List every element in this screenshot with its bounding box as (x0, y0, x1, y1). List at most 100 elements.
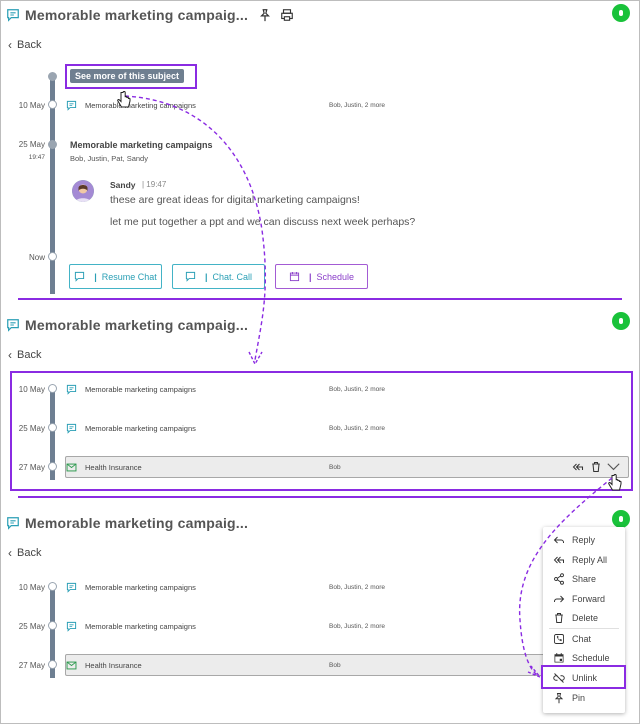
menu-item-chat[interactable]: Chat (543, 629, 625, 648)
item-participants: Bob, Justin, 2 more (329, 101, 385, 109)
pin-icon (554, 692, 564, 703)
schedule-button[interactable]: | Schedule (275, 264, 368, 289)
back-label: Back (17, 39, 42, 51)
timeline-date: 27 May (18, 463, 45, 472)
email-icon (66, 661, 77, 669)
panel-menu-view: Memorable marketing campaig... ‹ Back (0, 508, 640, 724)
list-item[interactable]: Memorable marketing campaigns Bob, Justi… (66, 419, 385, 437)
group-title: Memorable marketing campaigns (70, 140, 213, 150)
timeline-date: 10 May (18, 101, 45, 110)
chat-bubble-icon (185, 271, 196, 282)
trash-icon (555, 612, 563, 623)
timeline-dot (48, 621, 57, 630)
chat-bubble-icon (75, 271, 85, 282)
menu-item-reply[interactable]: Reply (543, 530, 625, 549)
group-members: Bob, Justin, Pat, Sandy (70, 154, 148, 163)
pin-icon[interactable] (258, 8, 272, 22)
highlight-box (10, 371, 633, 491)
item-participants: Bob, Justin, 2 more (329, 622, 385, 630)
timeline-date: 25 May (18, 622, 45, 631)
timeline-dot (48, 660, 57, 669)
page-title: Memorable marketing campaig... (25, 317, 249, 333)
list-item[interactable]: Health Insurance Bob (66, 656, 341, 674)
menu-item-pin[interactable]: Pin (543, 688, 625, 707)
list-item[interactable]: Health Insurance Bob (66, 458, 341, 476)
chevron-left-icon: ‹ (8, 546, 12, 560)
chat-bubble-icon (66, 621, 77, 632)
chat-bubble-icon (66, 582, 77, 593)
trash-icon[interactable] (590, 461, 602, 473)
section-divider (18, 496, 622, 498)
forward-icon (554, 595, 565, 602)
timeline-date: 25 May (18, 140, 45, 149)
print-icon[interactable] (280, 8, 294, 22)
timeline-bar (50, 80, 55, 294)
list-item[interactable]: Memorable marketing campaigns Bob, Justi… (66, 578, 385, 596)
chat-bubble-icon (7, 517, 19, 530)
page-title: Memorable marketing campaig... (25, 7, 249, 23)
timeline-date: 10 May (18, 385, 45, 394)
item-participants: Bob, Justin, 2 more (329, 385, 385, 393)
chevron-left-icon: ‹ (8, 348, 12, 362)
timeline-dot (48, 462, 57, 471)
menu-item-delete[interactable]: Delete (543, 608, 625, 627)
chat-bubble-icon (66, 100, 77, 111)
back-label: Back (17, 349, 42, 361)
menu-item-reply-all[interactable]: Reply All (543, 550, 625, 569)
timeline-dot (48, 384, 57, 393)
chat-bubble-icon (7, 319, 19, 332)
header: Memorable marketing campaig... (6, 514, 248, 532)
reply-all-icon[interactable] (572, 461, 584, 473)
presence-avatar[interactable] (612, 4, 630, 22)
presence-avatar[interactable] (612, 312, 630, 330)
timeline-dot (48, 423, 57, 432)
reply-icon (553, 536, 564, 543)
timeline-date: 27 May (18, 661, 45, 670)
timeline-dot (48, 140, 57, 149)
share-icon (554, 572, 564, 585)
chat-call-button[interactable]: | Chat. Call (172, 264, 265, 289)
item-subject: Memorable marketing campaigns (85, 621, 196, 631)
list-item[interactable]: Memorable marketing campaigns Bob, Justi… (66, 617, 385, 635)
chat-bubble-icon (66, 384, 77, 395)
cursor-hand-icon (608, 474, 622, 491)
timeline-dot (48, 100, 57, 109)
reply-all-icon (553, 556, 564, 563)
panel-thread-view: Memorable marketing campaig... ‹ Back 10… (0, 0, 640, 298)
chat-bubble-icon (7, 9, 19, 22)
calendar-icon (289, 272, 300, 282)
chevron-left-icon: ‹ (8, 38, 12, 52)
item-participants: Bob, Justin, 2 more (329, 583, 385, 591)
item-participants: Bob, Justin, 2 more (329, 424, 385, 432)
list-item[interactable]: Memorable marketing campaigns Bob, Justi… (66, 96, 385, 114)
page-title: Memorable marketing campaig... (25, 515, 249, 531)
item-subject: Memorable marketing campaigns (85, 423, 196, 433)
selected-row[interactable] (65, 456, 629, 478)
menu-item-forward[interactable]: Forward (543, 589, 625, 608)
list-item[interactable]: Memorable marketing campaigns Bob, Justi… (66, 380, 385, 398)
back-button[interactable]: ‹ Back (8, 348, 41, 362)
timeline-date: 10 May (18, 583, 45, 592)
presence-avatar[interactable] (612, 510, 630, 528)
timeline-bar (50, 586, 55, 678)
avatar (72, 180, 94, 202)
item-participants: Bob (329, 463, 341, 471)
header: Memorable marketing campaig... (6, 316, 248, 334)
calendar-icon (554, 652, 564, 662)
back-button[interactable]: ‹ Back (8, 38, 41, 52)
timeline-bar (50, 386, 55, 480)
chevron-down-icon[interactable] (607, 462, 620, 472)
message-text: these are great ideas for digital market… (110, 194, 360, 206)
chat-phone-icon (554, 633, 564, 644)
menu-item-share[interactable]: Share (543, 569, 625, 588)
back-label: Back (17, 547, 42, 559)
back-button[interactable]: ‹ Back (8, 546, 41, 560)
resume-chat-button[interactable]: | Resume Chat (69, 264, 162, 289)
item-subject: Memorable marketing campaigns (85, 384, 196, 394)
timeline-time: 19:47 (28, 154, 45, 161)
chat-bubble-icon (66, 423, 77, 434)
timeline-dot (48, 72, 57, 81)
item-subject: Memorable marketing campaigns (85, 582, 196, 592)
timeline-now: Now (28, 253, 45, 262)
see-more-button[interactable]: See more of this subject (70, 69, 185, 83)
